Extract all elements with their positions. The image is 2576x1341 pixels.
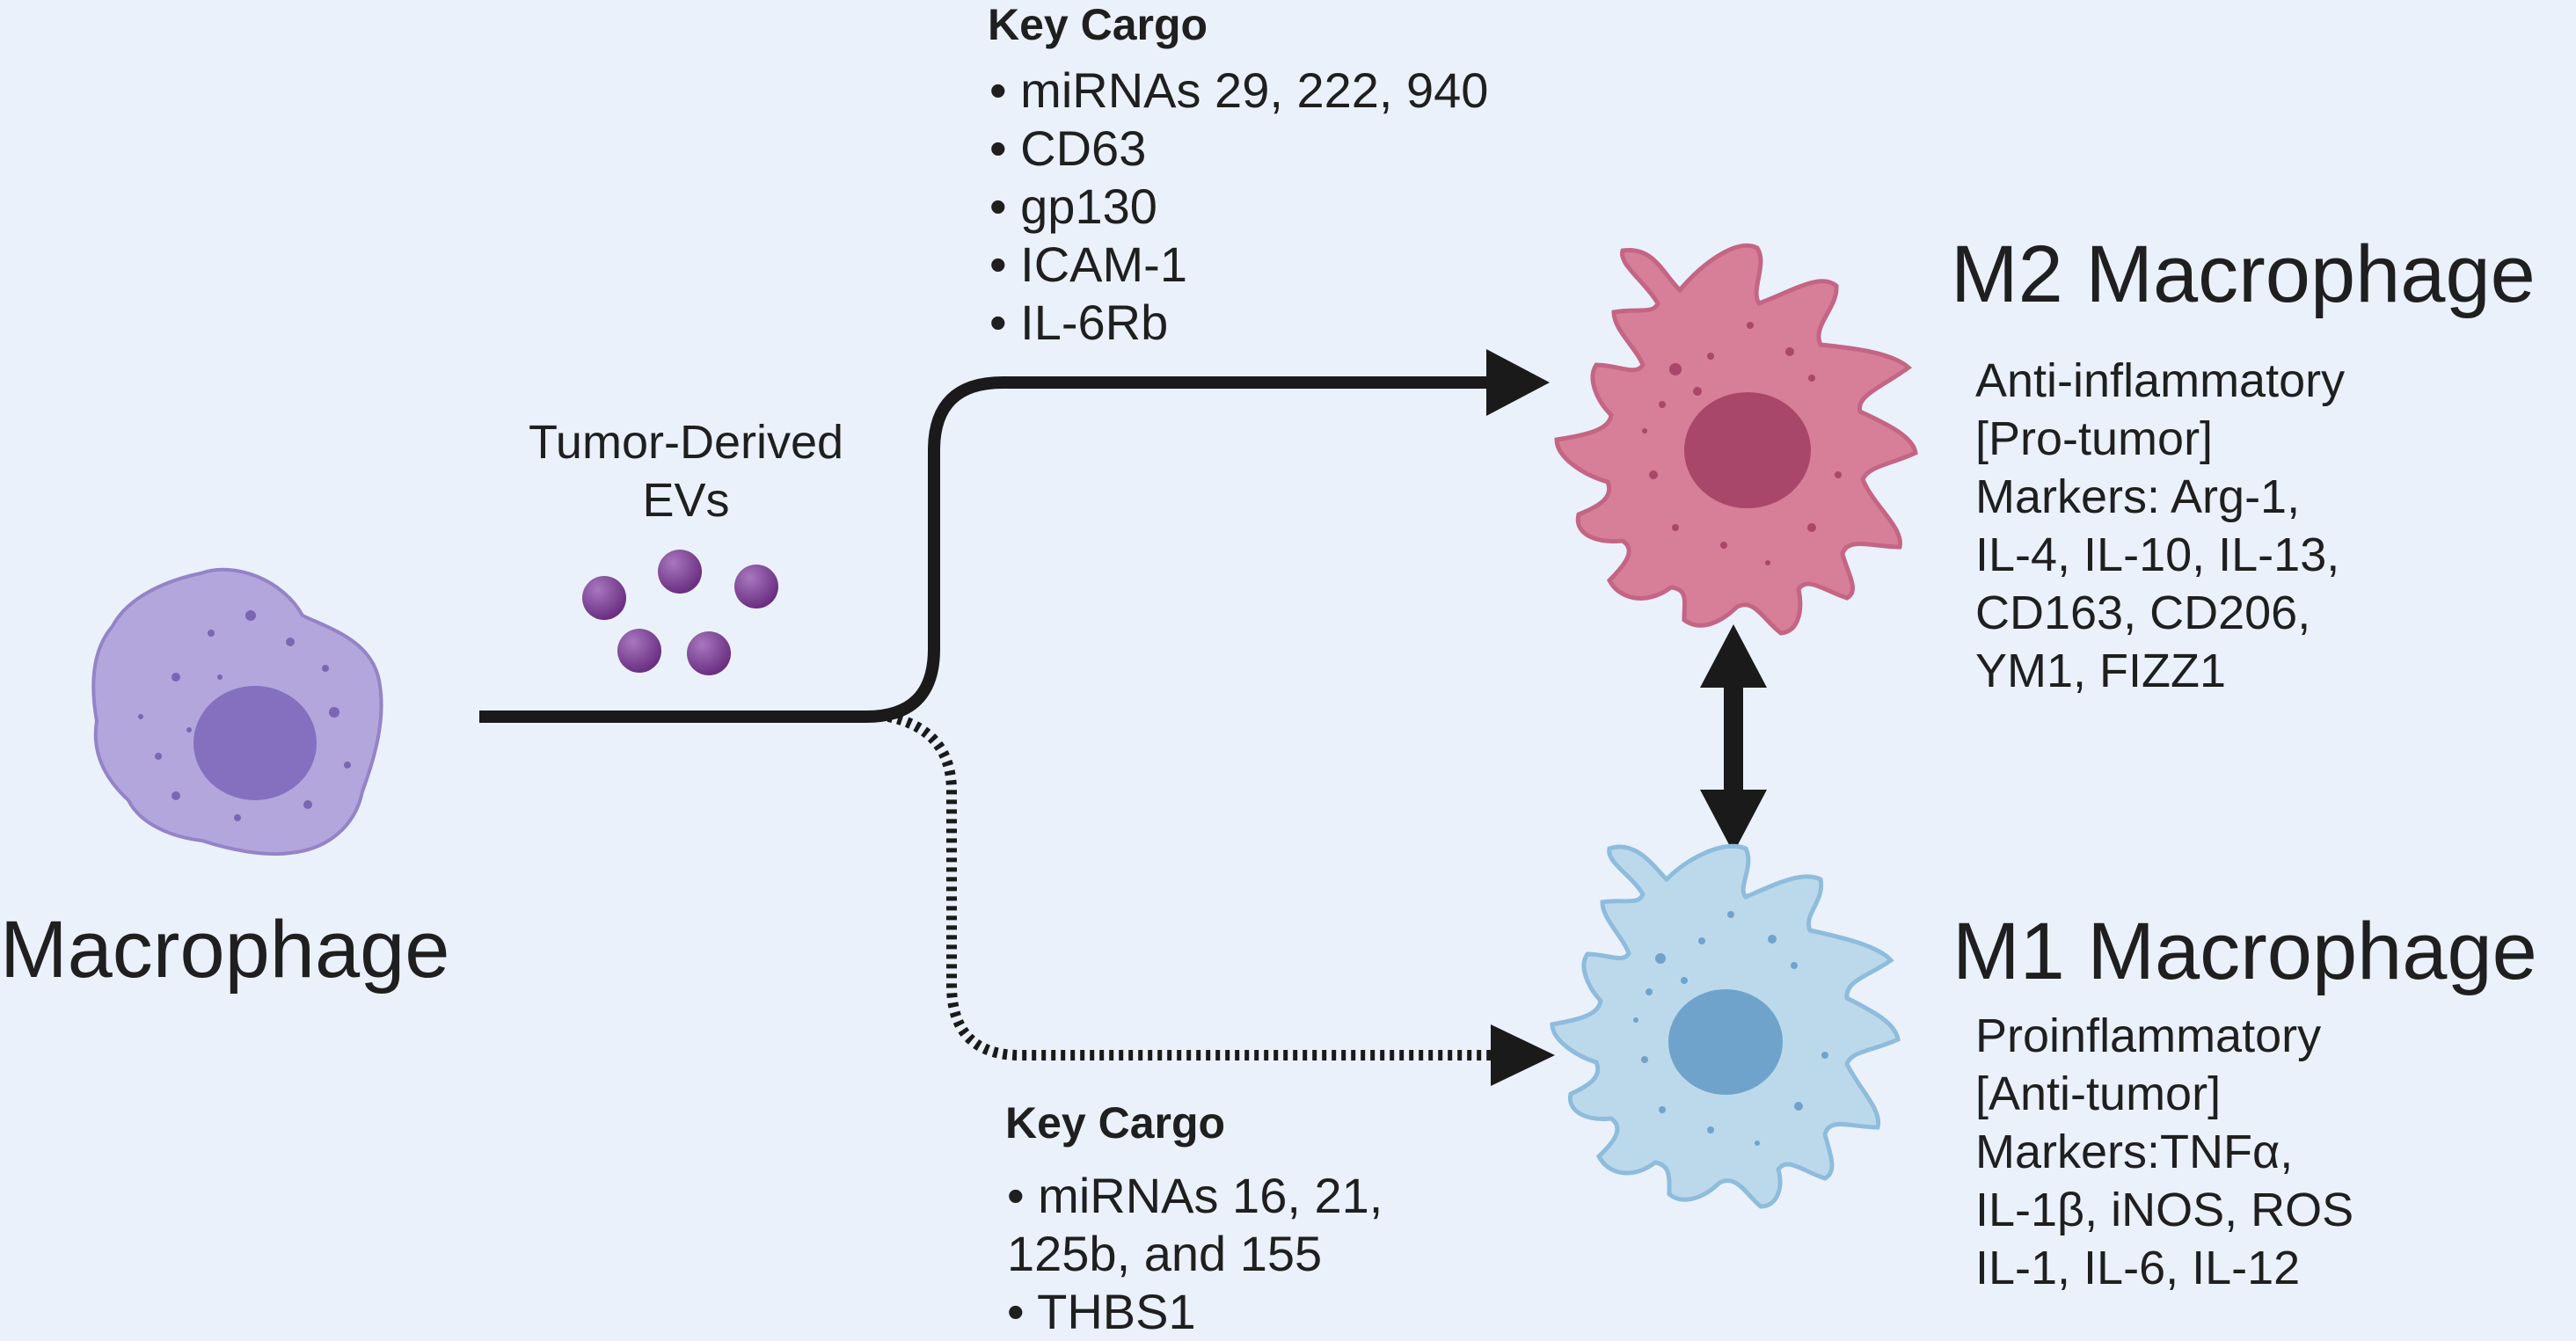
ev-particle: [658, 550, 702, 594]
m1-pathway-arrow: [887, 711, 1555, 1086]
macrophage-cell: [91, 567, 383, 856]
m2-line: CD163, CD206,: [1975, 587, 2311, 639]
top-cargo-list: • miRNAs 29, 222, 940 • CD63 • gp130 • I…: [989, 62, 1488, 352]
m1-line: Proinflammatory: [1975, 1009, 2322, 1062]
macrophage-nucleus: [193, 686, 317, 800]
m1-macrophage-cell: [1550, 843, 1901, 1209]
m1-line: Markers:TNFα,: [1975, 1126, 2294, 1178]
ev-particle: [734, 565, 778, 609]
ev-particle: [617, 629, 661, 673]
m1-cell-nucleus: [1668, 989, 1783, 1095]
m1-line: [Anti-tumor]: [1975, 1068, 2222, 1120]
m2-cell-granules: [1642, 322, 1842, 565]
m2-title: M2 Macrophage: [1951, 230, 2536, 319]
m2-line: Anti-inflammatory: [1975, 354, 2346, 407]
macrophage-granules: [138, 610, 351, 821]
cargo-item: • ICAM-1: [989, 237, 1187, 292]
cargo-item: • miRNAs 29, 222, 940: [989, 62, 1489, 118]
m2-pathway-arrow: [479, 349, 1550, 723]
m2-description: Anti-inflammatory [Pro-tumor] Markers: A…: [1975, 352, 2345, 700]
m2-macrophage-cell: [1554, 243, 1918, 636]
cargo-item: • THBS1: [1007, 1284, 1196, 1339]
m2-cell-nucleus: [1684, 392, 1811, 508]
cargo-item: • gp130: [989, 179, 1157, 234]
cargo-item: • miRNAs 16, 21,: [1007, 1168, 1383, 1223]
ev-particle: [687, 631, 731, 675]
tumor-derived-evs: [582, 550, 778, 675]
ev-label-line2: EVs: [642, 474, 730, 527]
m1-description: Proinflammatory [Anti-tumor] Markers:TNF…: [1975, 1007, 2353, 1297]
m1-title: M1 Macrophage: [1952, 907, 2537, 996]
m1-line: IL-1, IL-6, IL-12: [1975, 1242, 2301, 1294]
bottom-cargo-title: Key Cargo: [1005, 1098, 1226, 1148]
cargo-item: 125b, and 155: [1007, 1226, 1323, 1281]
cargo-item: • CD63: [989, 120, 1147, 176]
m2-arrowhead: [1486, 349, 1550, 416]
m1-arrowhead: [1491, 1024, 1555, 1086]
ev-label: Tumor-Derived EVs: [510, 413, 862, 529]
ev-label-line1: Tumor-Derived: [528, 416, 844, 469]
ev-particle: [582, 576, 626, 620]
m2-line: IL-4, IL-10, IL-13,: [1975, 528, 2340, 581]
bottom-cargo-list: • miRNAs 16, 21, 125b, and 155 • THBS1: [1007, 1167, 1383, 1341]
cargo-item: • IL-6Rb: [989, 295, 1169, 350]
m1-cell-granules: [1633, 911, 1828, 1146]
m2-line: Markers: Arg-1,: [1975, 470, 2301, 523]
macrophage-label: Macrophage: [0, 905, 450, 995]
m2-line: [Pro-tumor]: [1975, 412, 2214, 465]
m1-line: IL-1β, iNOS, ROS: [1975, 1184, 2354, 1236]
top-cargo-title: Key Cargo: [988, 0, 1208, 49]
polarization-double-arrow: [1700, 624, 1767, 853]
m2-line: YM1, FIZZ1: [1975, 645, 2227, 697]
